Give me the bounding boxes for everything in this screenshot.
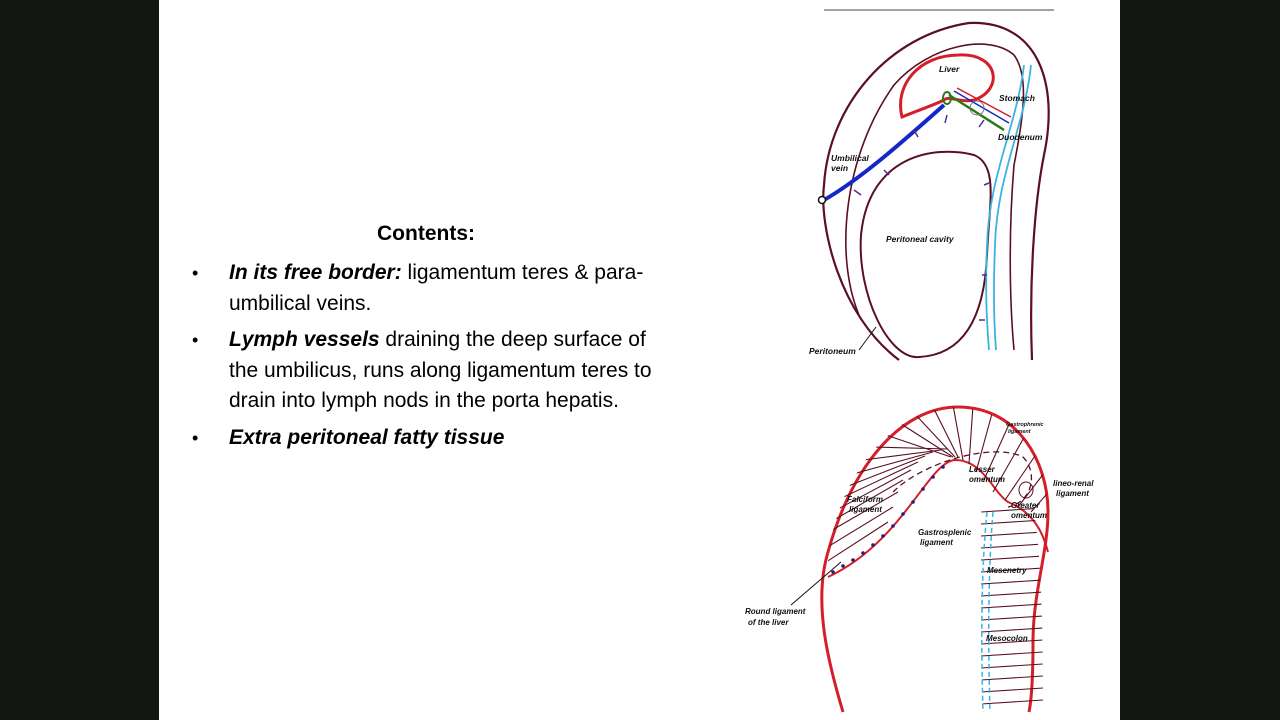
body-wall-outline (822, 21, 1050, 361)
bullet-text: ligamentum teres & para-umbilical veins. (229, 261, 644, 315)
label-greater-omentum-2: omentum (1011, 511, 1047, 520)
gut-tube-left (981, 511, 988, 713)
contents-heading: Contents: (377, 222, 475, 245)
label-round-ligament-1: Round ligament (745, 607, 806, 616)
peritoneal-cavity-outline (859, 150, 992, 359)
label-lienorenal-1: lineo-renal (1053, 479, 1094, 488)
label-gastrophrenic-1: Gastrophrenic (1006, 422, 1044, 428)
umbilicus-marker (817, 195, 827, 205)
bullet-text: draining the deep surface of the umbilic… (229, 328, 652, 412)
list-item: • In its free border: ligamentum teres &… (189, 258, 659, 319)
label-peritoneum: Peritoneum (809, 346, 856, 356)
bile-duct-icon (942, 91, 952, 105)
ventral-mesentery-outline (827, 458, 1049, 578)
label-lesser-omentum-2: omentum (969, 475, 1005, 484)
cursor-marker-icon (969, 100, 985, 116)
label-lesser-omentum-1: Lesser (969, 465, 996, 474)
mesentery-diagram: Gastrophrenic ligament Lesser omentum li… (745, 405, 1094, 713)
label-round-ligament-2: of the liver (748, 618, 789, 627)
label-gastrosplenic-2: ligament (920, 538, 953, 547)
label-peritoneal-cavity: Peritoneal cavity (886, 234, 955, 244)
gut-tube-outer (985, 64, 1025, 351)
contents-list: • In its free border: ligamentum teres &… (189, 258, 659, 459)
body-wall-outline (820, 405, 1050, 713)
label-mesocolon: Mesocolon (986, 634, 1028, 643)
bullet-term: In its free border (229, 261, 395, 284)
label-liver: Liver (939, 64, 960, 74)
bullet-term: Extra peritoneal fatty tissue (229, 425, 505, 449)
slide: Contents: • In its free border: ligament… (159, 0, 1120, 720)
label-gastrosplenic-1: Gastrosplenic (918, 528, 972, 537)
lesser-omentum-line (948, 93, 1005, 132)
flow-arrows (853, 114, 990, 321)
label-gastrophrenic-2: ligament (1008, 429, 1032, 435)
round-ligament-chain (831, 465, 945, 574)
label-stomach: Stomach (999, 93, 1035, 103)
label-umbilical-vein-2: vein (831, 163, 848, 173)
bullet-icon: • (192, 330, 199, 350)
label-duodenum: Duodenum (998, 132, 1043, 142)
gut-tube-inner (993, 64, 1032, 351)
mesentery-hatching (980, 507, 1043, 705)
label-lienorenal-2: ligament (1056, 489, 1089, 498)
peritoneum-sagittal-diagram: Liver Stomach Duodenum Umbilical vein Pe… (809, 9, 1054, 361)
bullet-term: Lymph vessels (229, 328, 380, 351)
label-mesentery: Mesenetry (987, 566, 1027, 575)
round-ligament-leader (790, 561, 842, 606)
label-greater-omentum-1: Greater (1011, 501, 1040, 510)
stomach-outline (892, 451, 1032, 508)
portal-vessel-line (953, 90, 1010, 124)
list-item: • Lymph vessels draining the deep surfac… (189, 325, 659, 417)
spleen-icon (1018, 481, 1034, 499)
label-falciform-1: Falciform (847, 495, 883, 504)
gut-tube-right (988, 511, 994, 713)
label-falciform-2: ligament (849, 505, 882, 514)
bullet-icon: • (192, 427, 199, 448)
liver-outline (899, 53, 995, 120)
hepatic-artery-line (956, 87, 1012, 118)
label-umbilical-vein-1: Umbilical (831, 153, 869, 163)
umbilical-vein (823, 103, 946, 202)
inner-wall-outline (845, 43, 1025, 351)
peritoneum-leader (858, 326, 877, 351)
list-item: • Extra peritoneal fatty tissue (189, 423, 659, 454)
bullet-icon: • (192, 263, 199, 283)
